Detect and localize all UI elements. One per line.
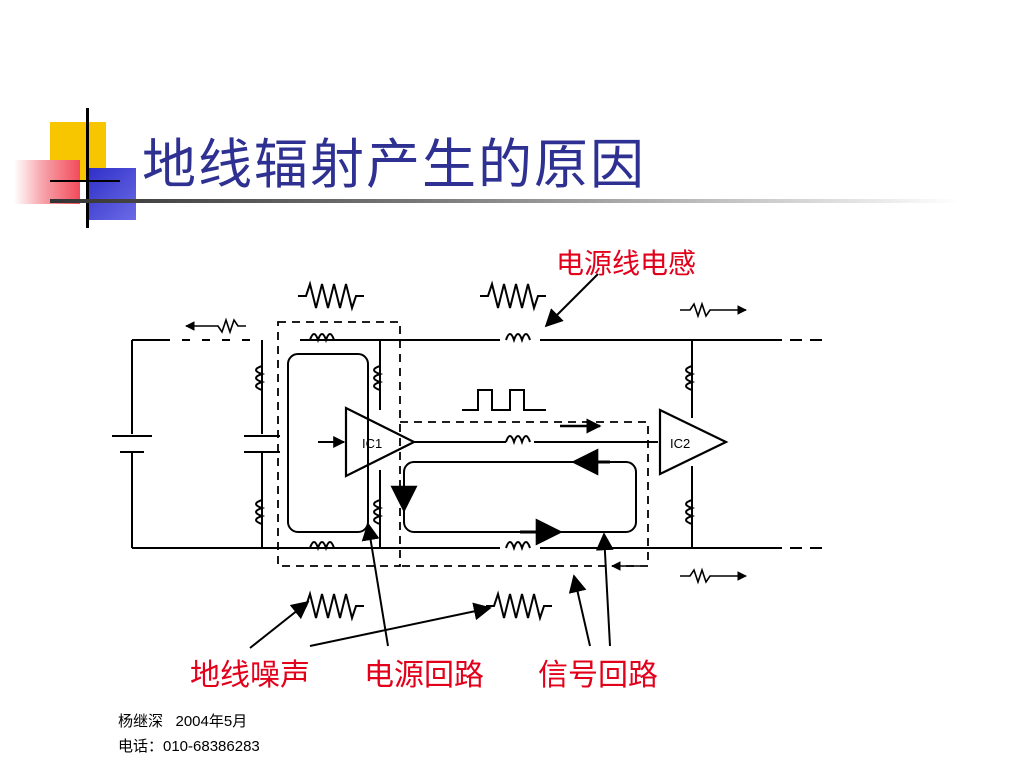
- label-signal-loop: 信号回路: [538, 658, 658, 693]
- vertical-inductors: [255, 365, 696, 525]
- radiation-resistor-symbols: [298, 280, 552, 622]
- callout-arrows: [249, 273, 614, 649]
- deco-blue-square: [88, 168, 136, 220]
- ground-inductors: [309, 541, 531, 552]
- supply-inductors: [309, 333, 531, 446]
- radiation-arrows: [185, 301, 747, 585]
- ic2-label: IC2: [670, 436, 690, 451]
- power-loop-boundary: [277, 321, 401, 567]
- deco-vertical-line: [86, 108, 89, 228]
- label-power-loop: 电源回路: [364, 658, 484, 693]
- footer-author-date: 杨继深 2004年5月: [118, 713, 248, 730]
- ic1-amplifier: [344, 406, 417, 478]
- page-title: 地线辐射产生的原因: [142, 133, 646, 196]
- label-ground-noise: 地线噪声: [190, 658, 310, 693]
- ic2-amplifier: [658, 408, 729, 476]
- label-power-line-inductance: 电源线电感: [556, 247, 697, 280]
- footer-phone: 电话：010-68386283: [118, 738, 260, 755]
- pulse-waveform: [462, 389, 546, 411]
- battery-symbol: [112, 340, 152, 548]
- deco-red-square: [14, 160, 80, 204]
- ic1-label: IC1: [362, 436, 382, 451]
- deco-horizontal-line: [50, 180, 120, 182]
- title-rule: [50, 199, 960, 203]
